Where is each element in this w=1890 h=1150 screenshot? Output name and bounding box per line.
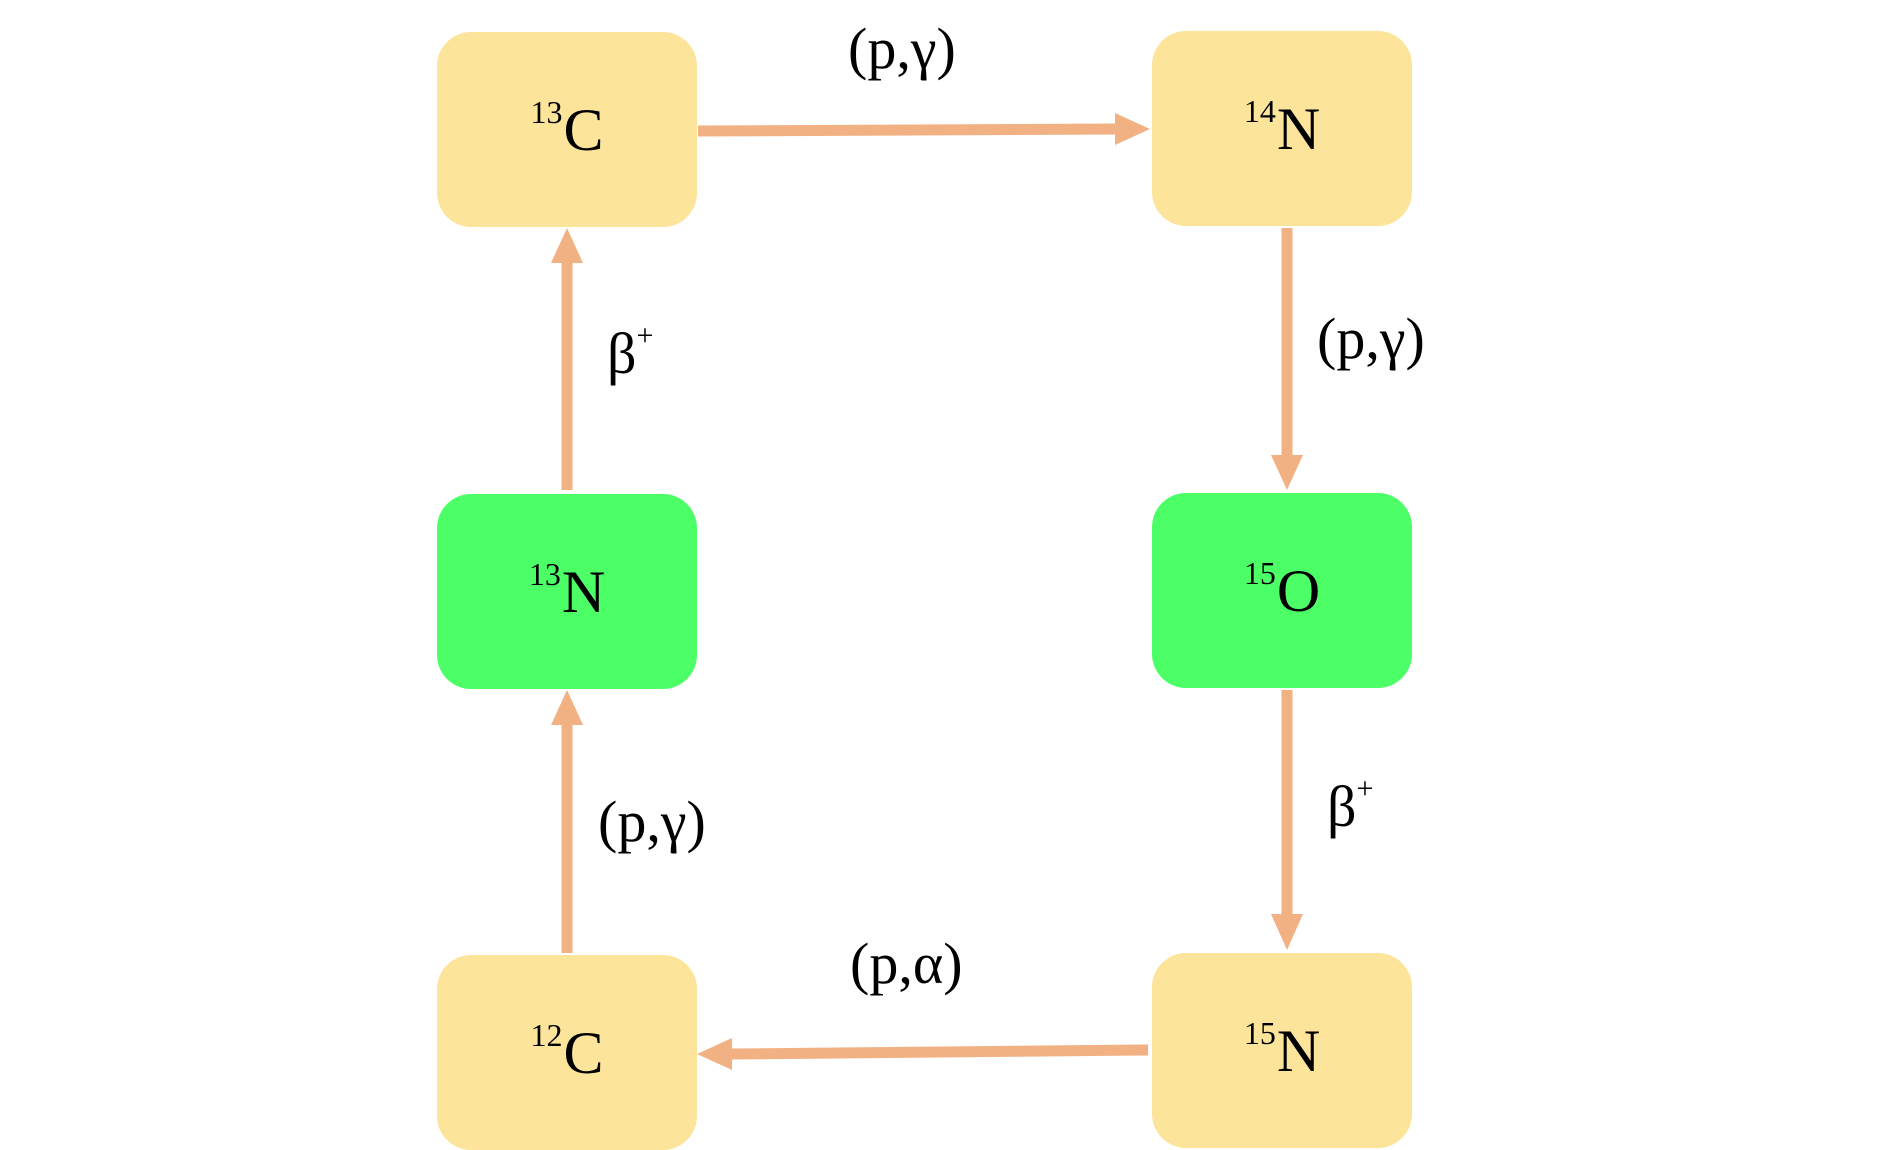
arrow-n14-to-o15 [1271,228,1303,490]
arrow-n13-to-c13 [551,228,583,490]
nuclide-label: 15O [1244,557,1321,624]
reaction-label-c12-to-n13: (p,γ) [598,789,706,854]
element-symbol: N [561,558,606,625]
mass-number: 14 [1243,92,1276,129]
element-symbol: N [1276,95,1321,162]
node-nitrogen-15: 15N [1152,953,1412,1148]
node-nitrogen-13: 13N [437,494,697,689]
mass-number: 13 [530,93,563,130]
reaction-label-n15-to-c12: (p,α) [850,931,963,996]
node-carbon-13: 13C [437,32,697,227]
element-symbol: C [563,96,604,163]
node-carbon-12: 12C [437,955,697,1150]
element-symbol: C [563,1019,604,1086]
charge-superscript: + [1356,772,1374,805]
mass-number: 15 [1243,554,1276,591]
element-symbol: O [1276,557,1321,624]
mass-number: 12 [530,1016,563,1053]
charge-superscript: + [636,319,654,352]
arrow-c13-to-n14 [697,113,1150,145]
node-nitrogen-14: 14N [1152,31,1412,226]
nuclide-label: 12C [530,1019,604,1086]
reaction-label-n14-to-o15: (p,γ) [1317,306,1425,371]
nuclide-label: 13C [530,96,604,163]
node-oxygen-15: 15O [1152,493,1412,688]
mass-number: 13 [528,555,561,592]
reaction-label-n13-to-c13: β+ [607,321,653,383]
arrow-o15-to-n15 [1271,690,1303,950]
nuclide-label: 13N [529,558,606,625]
element-symbol: N [1276,1017,1321,1084]
reaction-label-c13-to-n14: (p,γ) [848,16,956,81]
nuclide-label: 14N [1244,95,1321,162]
mass-number: 15 [1243,1014,1276,1051]
beta-symbol: β [607,321,637,386]
nuclide-label: 15N [1244,1017,1321,1084]
beta-symbol: β [1327,774,1357,839]
arrow-n15-to-c12 [697,1038,1149,1070]
arrow-c12-to-n13 [551,690,583,953]
reaction-label-o15-to-n15: β+ [1327,774,1373,836]
